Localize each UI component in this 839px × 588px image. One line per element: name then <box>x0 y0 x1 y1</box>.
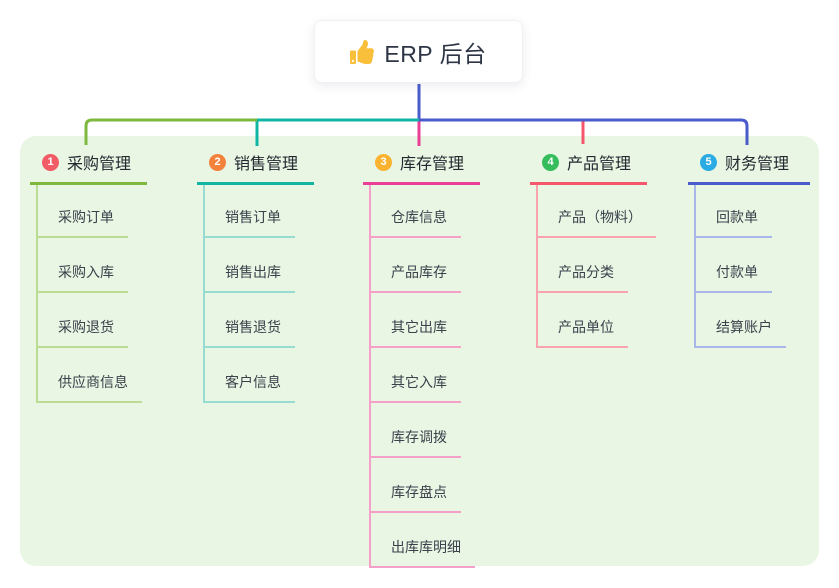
branch-header[interactable]: 5 财务管理 <box>688 146 810 185</box>
branch-item[interactable]: 结算账户 <box>696 317 786 348</box>
branch-item[interactable]: 销售出库 <box>205 262 295 293</box>
branches-background-card <box>20 136 819 566</box>
root-node[interactable]: ERP 后台 <box>314 20 523 83</box>
branch-header[interactable]: 1 采购管理 <box>30 146 147 185</box>
branch-4: 4 产品管理产品（物料） 产品分类产品单位 <box>530 146 656 348</box>
branch-header[interactable]: 4 产品管理 <box>530 146 647 185</box>
branch-2: 2 销售管理销售订单销售出库销售退货客户信息 <box>197 146 314 403</box>
branch-number-badge: 1 <box>42 153 59 171</box>
branch-items: 销售订单销售出库销售退货客户信息 <box>203 185 314 403</box>
branch-item[interactable]: 产品（物料） <box>538 207 656 238</box>
branch-item[interactable]: 采购订单 <box>38 207 128 238</box>
branch-header[interactable]: 2 销售管理 <box>197 146 314 185</box>
branch-item[interactable]: 销售订单 <box>205 207 295 238</box>
branch-item[interactable]: 其它入库 <box>371 372 461 403</box>
branch-item[interactable]: 付款单 <box>696 262 772 293</box>
branch-item[interactable]: 仓库信息 <box>371 207 461 238</box>
branch-3: 3 库存管理仓库信息产品库存其它出库其它入库库存调拨库存盘点出库库明细 <box>363 146 480 568</box>
branch-item[interactable]: 库存盘点 <box>371 482 461 513</box>
branch-item[interactable]: 产品分类 <box>538 262 628 293</box>
branch-label: 产品管理 <box>567 156 632 173</box>
branch-label: 采购管理 <box>67 156 132 173</box>
branch-item[interactable]: 回款单 <box>696 207 772 238</box>
branch-item[interactable]: 产品库存 <box>371 262 461 293</box>
branch-5: 5 财务管理回款单付款单结算账户 <box>688 146 810 348</box>
branch-label: 财务管理 <box>725 156 790 173</box>
branch-item[interactable]: 产品单位 <box>538 317 628 348</box>
branch-item[interactable]: 库存调拨 <box>371 427 461 458</box>
branch-item[interactable]: 出库库明细 <box>371 537 475 568</box>
branch-item[interactable]: 供应商信息 <box>38 372 142 403</box>
branch-item[interactable]: 其它出库 <box>371 317 461 348</box>
branch-header[interactable]: 3 库存管理 <box>363 146 480 185</box>
branch-1: 1 采购管理采购订单采购入库采购退货供应商信息 <box>30 146 147 403</box>
branch-number-badge: 3 <box>375 153 392 171</box>
branch-item[interactable]: 销售退货 <box>205 317 295 348</box>
branch-number-badge: 2 <box>209 153 226 171</box>
branch-item[interactable]: 客户信息 <box>205 372 295 403</box>
branch-items: 仓库信息产品库存其它出库其它入库库存调拨库存盘点出库库明细 <box>369 185 480 568</box>
root-title: ERP 后台 <box>384 40 487 67</box>
branch-items: 回款单付款单结算账户 <box>694 185 810 348</box>
branch-item[interactable]: 采购入库 <box>38 262 128 293</box>
thumbs-up-icon <box>350 39 375 64</box>
branch-number-badge: 4 <box>542 153 559 171</box>
branch-label: 销售管理 <box>234 156 299 173</box>
branch-items: 产品（物料） 产品分类产品单位 <box>536 185 656 348</box>
branch-items: 采购订单采购入库采购退货供应商信息 <box>36 185 147 403</box>
branch-label: 库存管理 <box>400 156 465 173</box>
branch-item[interactable]: 采购退货 <box>38 317 128 348</box>
branch-number-badge: 5 <box>700 153 717 171</box>
